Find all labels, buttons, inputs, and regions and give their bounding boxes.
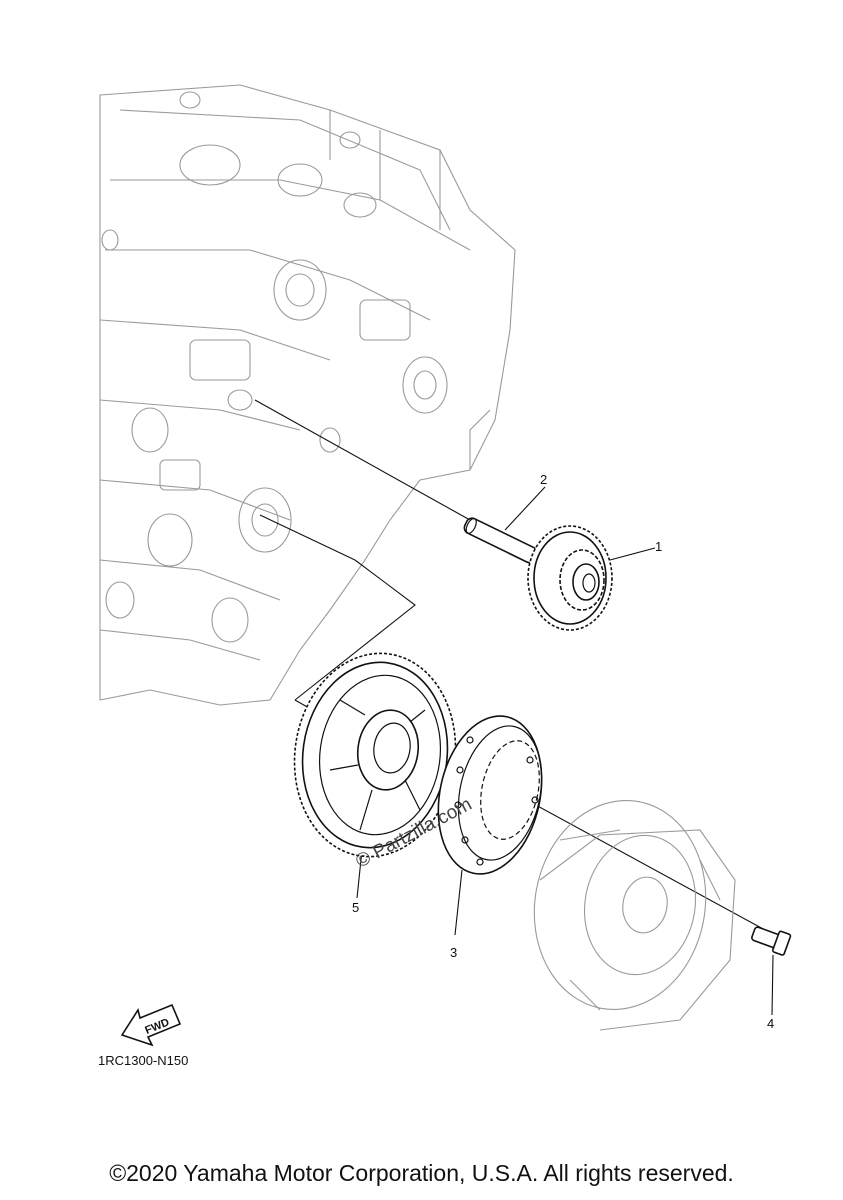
callout-4: 4 xyxy=(767,1016,774,1031)
engine-block xyxy=(99,84,516,706)
fwd-arrow-icon: FWD xyxy=(120,1003,182,1047)
flywheel-rotor xyxy=(533,799,736,1031)
callout-1: 1 xyxy=(655,539,662,554)
callout-2: 2 xyxy=(540,472,547,487)
dowel-pin xyxy=(463,517,539,564)
copyright-notice: ©2020 Yamaha Motor Corporation, U.S.A. A… xyxy=(109,1160,734,1186)
callout-5: 5 xyxy=(352,900,359,915)
one-way-clutch xyxy=(437,715,543,875)
callout-3: 3 xyxy=(450,945,457,960)
idler-gear xyxy=(527,525,613,631)
diagram-code: 1RC1300-N150 xyxy=(98,1053,188,1068)
bolt xyxy=(751,926,792,956)
